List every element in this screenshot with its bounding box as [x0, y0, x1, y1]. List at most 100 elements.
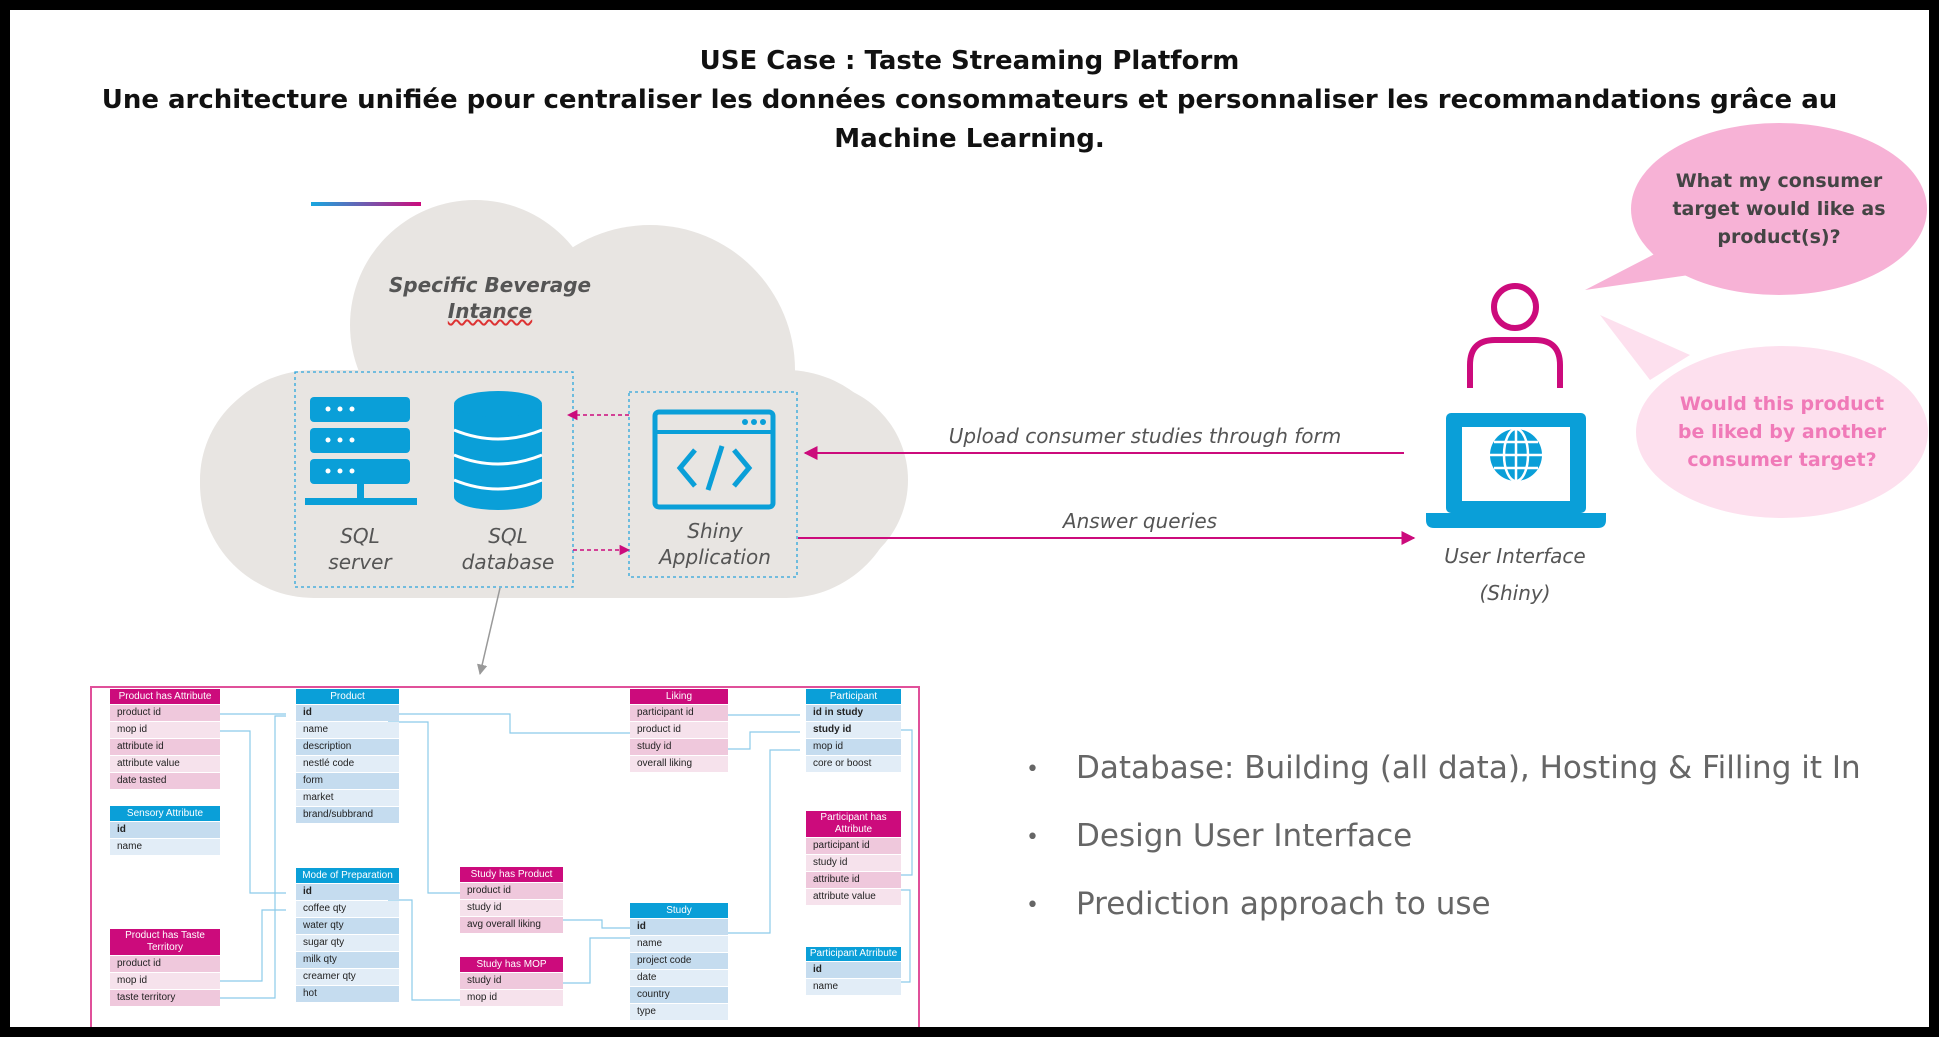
table-field: date	[630, 970, 728, 986]
table-field: taste territory	[110, 990, 220, 1006]
cloud-label: Specific Beverage Intance	[388, 273, 592, 323]
table-field: product id	[460, 883, 563, 899]
table-field: id	[296, 884, 399, 900]
table-study-has-mop: Study has MOP study id mop id	[460, 957, 563, 1006]
table-field: hot	[296, 986, 399, 1002]
title-line-2: Une architecture unifiée pour centralise…	[101, 85, 1838, 115]
code-window-icon	[652, 409, 776, 510]
table-header: Participant Atrribute	[806, 947, 901, 961]
table-field: id in study	[806, 705, 901, 721]
table-participant-has-attribute: Participant has Attribute participant id…	[806, 811, 901, 905]
table-field: mop id	[110, 973, 220, 989]
table-field: country	[630, 987, 728, 1003]
table-field: market	[296, 790, 399, 806]
table-field: attribute value	[110, 756, 220, 772]
laptop-icon	[1426, 413, 1606, 528]
table-header: Study has Product	[460, 867, 563, 882]
table-mode-of-preparation: Mode of Preparation id coffee qty water …	[296, 868, 399, 1002]
table-field: milk qty	[296, 952, 399, 968]
table-field: attribute id	[806, 872, 901, 888]
table-field: name	[806, 979, 901, 995]
table-field: mop id	[110, 722, 220, 738]
table-field: project code	[630, 953, 728, 969]
table-field: name	[110, 839, 220, 855]
speech-bubble-2-shape	[1600, 315, 1928, 518]
table-field: water qty	[296, 918, 399, 934]
table-field: study id	[460, 973, 563, 989]
table-field: id	[296, 705, 399, 721]
table-field: product id	[630, 722, 728, 738]
bullet-3: •Prediction approach to use	[1026, 886, 1491, 922]
table-header: Sensory Attribute	[110, 806, 220, 821]
table-field: id	[806, 962, 901, 978]
table-field: study id	[806, 722, 901, 738]
architecture-diagram	[90, 123, 1928, 1027]
table-field: name	[630, 936, 728, 952]
arrow-db-to-schema	[477, 587, 501, 676]
slide: USE Case : Taste Streaming Platform Une …	[10, 10, 1929, 1027]
table-field: attribute value	[806, 889, 901, 905]
cloud-shape	[200, 200, 908, 598]
table-participant: Participant id in study study id mop id …	[806, 689, 901, 772]
table-participant-attribute: Participant Atrribute id name	[806, 947, 901, 995]
table-field: overall liking	[630, 756, 728, 772]
table-field: participant id	[806, 838, 901, 854]
bullet-1: •Database: Building (all data), Hosting …	[1026, 750, 1861, 786]
answer-arrow-label: Answer queries	[1062, 509, 1218, 533]
database-icon	[453, 391, 543, 510]
table-field: mop id	[460, 990, 563, 1006]
table-product-has-taste-territory: Product has Taste Territory product id m…	[110, 929, 220, 1006]
table-header: Product	[296, 689, 399, 704]
table-header: Participant has Attribute	[806, 811, 901, 837]
table-field: product id	[110, 956, 220, 972]
table-field: participant id	[630, 705, 728, 721]
user-interface-label: User Interface(Shiny)	[1444, 544, 1586, 605]
table-field: id	[110, 822, 220, 838]
table-header: Study	[630, 903, 728, 918]
table-product: Product id name description nestlé code …	[296, 689, 399, 823]
speech-bubble-1-shape	[1585, 123, 1927, 295]
table-study: Study id name project code date country …	[630, 903, 728, 1020]
table-header: Participant	[806, 689, 901, 704]
table-header: Mode of Preparation	[296, 868, 399, 883]
table-field: sugar qty	[296, 935, 399, 951]
table-header: Product has Attribute	[110, 689, 220, 704]
table-liking: Liking participant id product id study i…	[630, 689, 728, 772]
table-field: study id	[806, 855, 901, 871]
table-field: type	[630, 1004, 728, 1020]
table-field: study id	[460, 900, 563, 916]
table-study-has-product: Study has Product product id study id av…	[460, 867, 563, 933]
table-field: study id	[630, 739, 728, 755]
table-field: avg overall liking	[460, 917, 563, 933]
table-field: nestlé code	[296, 756, 399, 772]
table-product-has-attribute: Product has Attribute product id mop id …	[110, 689, 220, 789]
table-field: mop id	[806, 739, 901, 755]
table-field: attribute id	[110, 739, 220, 755]
table-sensory-attribute: Sensory Attribute id name	[110, 806, 220, 855]
schema-relation-lines	[210, 713, 913, 1001]
title-line-1: USE Case : Taste Streaming Platform	[699, 46, 1240, 76]
table-field: id	[630, 919, 728, 935]
sql-group-box	[294, 371, 574, 588]
bullet-2: •Design User Interface	[1026, 818, 1413, 854]
upload-arrow-label: Upload consumer studies through form	[948, 424, 1342, 448]
title-line-3: Machine Learning.	[834, 124, 1105, 154]
accent-bar	[311, 202, 421, 206]
user-icon	[1467, 283, 1563, 388]
table-field: form	[296, 773, 399, 789]
table-field: description	[296, 739, 399, 755]
table-field: creamer qty	[296, 969, 399, 985]
table-header: Study has MOP	[460, 957, 563, 972]
table-field: date tasted	[110, 773, 220, 789]
table-field: product id	[110, 705, 220, 721]
table-header: Liking	[630, 689, 728, 704]
server-icon	[305, 397, 417, 505]
table-field: brand/subbrand	[296, 807, 399, 823]
shiny-group-box	[628, 391, 798, 578]
table-field: coffee qty	[296, 901, 399, 917]
